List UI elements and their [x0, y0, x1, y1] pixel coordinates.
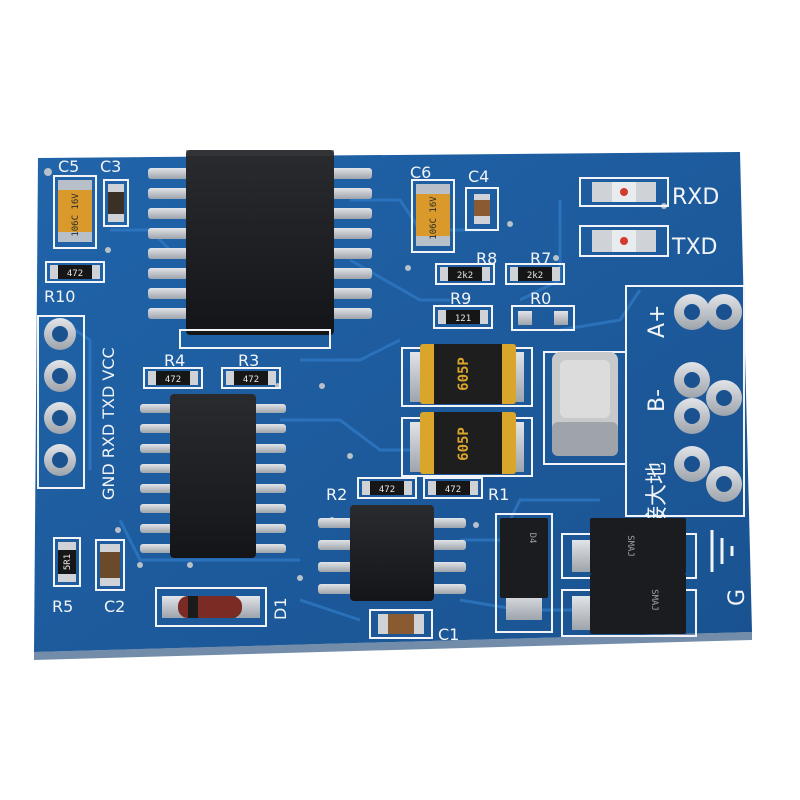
- resistor-r1: 472: [423, 477, 483, 499]
- r4-marking: 472: [165, 375, 181, 385]
- label-r4: R4: [164, 351, 185, 370]
- resistor-r10: 472: [45, 261, 105, 283]
- capacitor-c5: 106C 16V: [53, 175, 97, 249]
- label-c5: C5: [58, 157, 79, 176]
- label-r10: R10: [44, 287, 75, 306]
- pcb-edge-shadow: [34, 632, 752, 660]
- label-c1: C1: [438, 625, 459, 644]
- r7-marking: 2k2: [527, 271, 543, 281]
- capacitor-c3: [103, 179, 129, 227]
- ic-large-soic: [148, 150, 372, 335]
- resistor-r7: 2k2: [505, 263, 565, 285]
- label-r1: R1: [488, 485, 509, 504]
- r1-marking: 472: [445, 485, 461, 495]
- r3-marking: 472: [243, 375, 259, 385]
- label-r5: R5: [52, 597, 73, 616]
- tvs-diode-right-bottom: SMAJ: [561, 574, 697, 637]
- label-g: G: [725, 589, 750, 606]
- ic-small-soic8: [318, 505, 466, 601]
- label-r2: R2: [326, 485, 347, 504]
- fuse-top: 605P: [401, 344, 533, 407]
- resistor-r3: 472: [221, 367, 281, 389]
- resistor-r8: 2k2: [435, 263, 495, 285]
- resistor-r4: 472: [143, 367, 203, 389]
- capacitor-c6: 106C 16V: [411, 179, 455, 253]
- tvs-diode-right-top: SMAJ: [561, 518, 697, 579]
- tvs-left-marking: D4: [527, 533, 537, 544]
- resistor-r9: 121: [433, 305, 493, 329]
- led-txd: [579, 225, 669, 257]
- label-d1: D1: [271, 598, 290, 621]
- label-a-plus: A+: [645, 305, 670, 338]
- ic-medium-soic: [140, 394, 286, 558]
- resistor-r2: 472: [357, 477, 417, 499]
- label-r9: R9: [450, 289, 471, 308]
- c6-marking: 106C 16V: [429, 196, 439, 240]
- resistor-r0-pads: [511, 305, 575, 331]
- label-rxd-led: RXD: [672, 185, 719, 210]
- label-c4: C4: [468, 167, 489, 186]
- label-b-minus: B-: [645, 389, 670, 412]
- label-c6: C6: [410, 163, 431, 182]
- label-pins: GND RXD TXD VCC: [99, 347, 118, 500]
- r2-marking: 472: [379, 485, 395, 495]
- r8-marking: 2k2: [457, 271, 473, 281]
- fuse-bottom-marking: 605P: [456, 427, 472, 461]
- ic-large-outline: [179, 329, 331, 349]
- header-pins-left: [37, 315, 85, 489]
- capacitor-c2: [95, 539, 125, 591]
- diode-d1: [155, 587, 267, 627]
- fuse-top-marking: 605P: [456, 357, 472, 391]
- fuse-bottom: 605P: [401, 412, 533, 477]
- capacitor-c4: [465, 187, 499, 231]
- label-txd-led: TXD: [671, 235, 717, 260]
- r5-marking: 5R1: [63, 554, 73, 570]
- label-c3: C3: [100, 157, 121, 176]
- gdt-component: [543, 351, 627, 465]
- c5-marking: 106C 16V: [71, 193, 81, 237]
- r9-marking: 121: [455, 314, 471, 324]
- tvs-right-bottom-marking: SMAJ: [649, 589, 659, 611]
- resistor-r5: 5R1: [53, 537, 81, 587]
- led-rxd: [579, 177, 669, 207]
- label-earth: 接大地: [645, 462, 670, 528]
- label-r7: R7: [530, 249, 551, 268]
- capacitor-c1: [369, 609, 433, 639]
- tvs-right-top-marking: SMAJ: [625, 535, 635, 557]
- terminal-block: [625, 285, 745, 517]
- label-r3: R3: [238, 351, 259, 370]
- label-c2: C2: [104, 597, 125, 616]
- ground-symbol: [710, 530, 734, 572]
- tvs-diode-left: D4: [495, 513, 553, 633]
- r10-marking: 472: [67, 269, 83, 279]
- label-r0: R0: [530, 289, 551, 308]
